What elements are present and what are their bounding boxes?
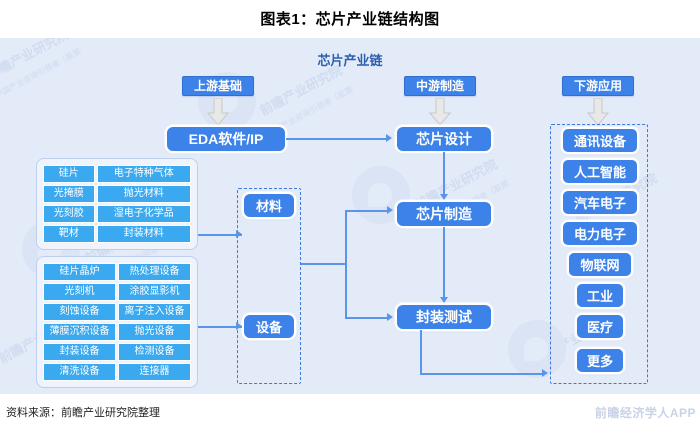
table-cell[interactable]: 硅片晶炉 (43, 263, 116, 281)
table-cell[interactable]: 湿电子化学品 (96, 205, 191, 223)
table-cell[interactable]: 清洗设备 (43, 363, 116, 381)
app-item-iot[interactable]: 物联网 (568, 252, 632, 277)
node-packaging-test[interactable]: 封装测试 (396, 304, 492, 330)
app-item-ai[interactable]: 人工智能 (562, 159, 638, 184)
app-item-automotive[interactable]: 汽车电子 (562, 190, 638, 215)
table-row: 清洗设备 连接器 (43, 363, 191, 381)
footer-divider (0, 399, 700, 400)
arrow-head-icon (440, 297, 448, 303)
table-cell[interactable]: 封装材料 (96, 225, 191, 243)
table-row: 靶材 封装材料 (43, 225, 191, 243)
upstream-group-container (237, 188, 301, 384)
table-cell[interactable]: 光刻胶 (43, 205, 95, 223)
table-row: 光掩膜 抛光材料 (43, 185, 191, 203)
app-item-industrial[interactable]: 工业 (576, 283, 624, 308)
table-cell[interactable]: 光刻机 (43, 283, 116, 301)
downstream-group-container (550, 124, 648, 384)
table-cell[interactable]: 封装设备 (43, 343, 116, 361)
down-arrow-icon (587, 98, 609, 126)
equipment-table: 硅片晶炉 热处理设备 光刻机 涂胶显影机 刻蚀设备 离子注入设备 薄膜沉积设备 … (41, 261, 193, 383)
table-row: 光刻胶 湿电子化学品 (43, 205, 191, 223)
down-arrow-icon (429, 98, 451, 126)
table-cell[interactable]: 刻蚀设备 (43, 303, 116, 321)
node-chip-design[interactable]: 芯片设计 (396, 126, 492, 152)
equipment-spec-table: 硅片晶炉 热处理设备 光刻机 涂胶显影机 刻蚀设备 离子注入设备 薄膜沉积设备 … (36, 256, 198, 388)
connector-group-to-packaging (345, 317, 387, 319)
page-title: 图表1：芯片产业链结构图 (260, 11, 440, 28)
app-item-communication[interactable]: 通讯设备 (562, 128, 638, 153)
table-cell[interactable]: 涂胶显影机 (118, 283, 191, 301)
stage-label-upstream: 上游基础 (182, 76, 254, 96)
table-cell[interactable]: 薄膜沉积设备 (43, 323, 116, 341)
footer-watermark: 前瞻经济学人APP (594, 406, 696, 420)
table-cell[interactable]: 靶材 (43, 225, 95, 243)
app-item-power-electronics[interactable]: 电力电子 (562, 221, 638, 246)
node-eda-software[interactable]: EDA软件/IP (166, 126, 286, 152)
table-row: 硅片 电子特种气体 (43, 165, 191, 183)
table-cell[interactable]: 硅片 (43, 165, 95, 183)
table-row: 光刻机 涂胶显影机 (43, 283, 191, 301)
connector-materials-table-to-materials (198, 234, 242, 236)
arrow-head-icon (386, 134, 392, 142)
connector-group-to-manufacture (345, 210, 387, 212)
arrow-head-icon (440, 194, 448, 200)
arrow-head-icon (387, 313, 393, 321)
materials-spec-table: 硅片 电子特种气体 光掩膜 抛光材料 光刻胶 湿电子化学品 靶材 封装材料 (36, 158, 198, 250)
table-cell[interactable]: 光掩膜 (43, 185, 95, 203)
down-arrow-icon (207, 98, 229, 126)
equipment-table-body: 硅片晶炉 热处理设备 光刻机 涂胶显影机 刻蚀设备 离子注入设备 薄膜沉积设备 … (43, 263, 191, 381)
table-cell[interactable]: 检测设备 (118, 343, 191, 361)
app-item-medical[interactable]: 医疗 (576, 314, 624, 339)
source-note: 资料来源：前瞻产业研究院整理 (6, 407, 160, 419)
stage-label-downstream: 下游应用 (562, 76, 634, 96)
table-row: 刻蚀设备 离子注入设备 (43, 303, 191, 321)
connector-packaging-to-downstream (420, 373, 542, 375)
chain-title: 芯片产业链 (317, 53, 383, 68)
arrow-head-icon (542, 369, 548, 377)
table-cell[interactable]: 离子注入设备 (118, 303, 191, 321)
diagram-canvas: 前瞻产业研究院 中国产业咨询引领者（股票 前瞻产业研究院 中国产业咨询引领者（股… (0, 38, 700, 394)
connector-group-spine (345, 210, 347, 318)
table-cell[interactable]: 电子特种气体 (96, 165, 191, 183)
node-equipment[interactable]: 设备 (243, 314, 295, 339)
table-row: 封装设备 检测设备 (43, 343, 191, 361)
connector-design-to-manufacture (443, 152, 445, 194)
table-cell[interactable]: 抛光材料 (96, 185, 191, 203)
arrow-head-icon (387, 206, 393, 214)
table-cell[interactable]: 热处理设备 (118, 263, 191, 281)
connector-manufacture-to-packaging (443, 227, 445, 297)
table-cell[interactable]: 抛光设备 (118, 323, 191, 341)
materials-table-body: 硅片 电子特种气体 光掩膜 抛光材料 光刻胶 湿电子化学品 靶材 封装材料 (43, 165, 191, 243)
table-cell[interactable]: 连接器 (118, 363, 191, 381)
node-chip-manufacture[interactable]: 芯片制造 (396, 201, 492, 227)
materials-table: 硅片 电子特种气体 光掩膜 抛光材料 光刻胶 湿电子化学品 靶材 封装材料 (41, 163, 193, 245)
stage-label-midstream: 中游制造 (404, 76, 476, 96)
table-row: 薄膜沉积设备 抛光设备 (43, 323, 191, 341)
app-item-more[interactable]: 更多 (576, 348, 624, 373)
connector-equipment-table-to-equipment (198, 326, 242, 328)
connector-group-stem (301, 263, 345, 265)
table-row: 硅片晶炉 热处理设备 (43, 263, 191, 281)
connector-packaging-down (420, 330, 422, 374)
node-materials[interactable]: 材料 (243, 193, 295, 218)
arrow-head-icon (236, 322, 242, 330)
arrow-head-icon (236, 230, 242, 238)
connector-eda-to-design (286, 138, 386, 140)
